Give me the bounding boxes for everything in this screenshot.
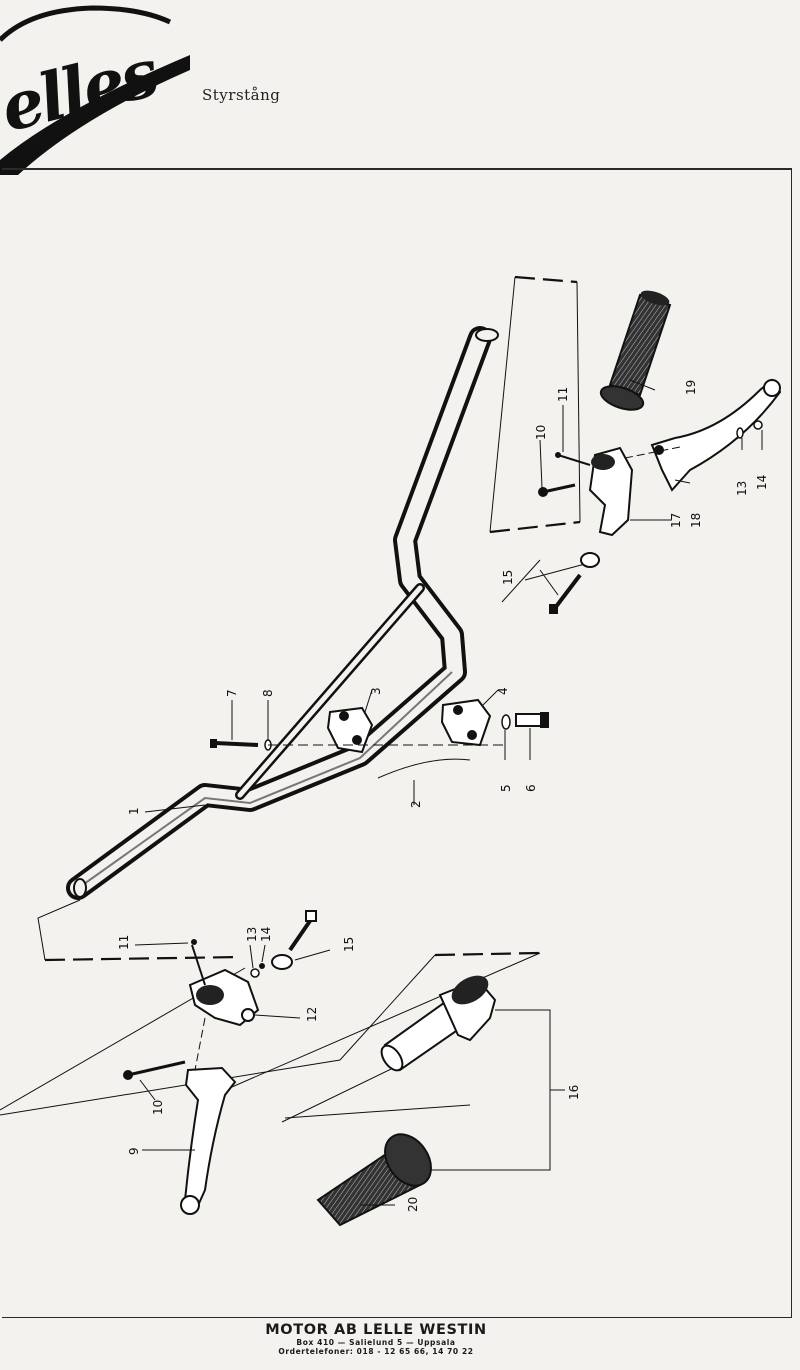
callout-11-right: 11 xyxy=(556,387,570,402)
callout-labels: 1 2 3 4 5 6 7 8 9 10 10 11 11 12 13 13 1… xyxy=(117,380,769,1212)
bolt-6 xyxy=(515,712,549,728)
callout-7: 7 xyxy=(225,689,239,697)
washer-13-right xyxy=(736,427,744,439)
screw-10-right xyxy=(538,483,576,497)
lever-bracket-17 xyxy=(588,446,634,537)
nut-14-left xyxy=(259,963,265,969)
nut-14-right xyxy=(753,420,763,430)
callout-15-right: 15 xyxy=(501,570,515,585)
callout-14-right: 14 xyxy=(755,475,769,490)
leader-lines xyxy=(134,379,763,1206)
footer-address: Box 410 — Salielund 5 — Uppsala xyxy=(296,1338,456,1347)
callout-13-right: 13 xyxy=(735,481,749,496)
washer-5 xyxy=(501,714,511,730)
callout-10-left: 10 xyxy=(151,1100,165,1115)
callout-6: 6 xyxy=(524,784,538,792)
callout-20: 20 xyxy=(406,1197,420,1212)
adjuster-15-left xyxy=(271,910,317,970)
callout-2: 2 xyxy=(409,800,423,808)
clamp-upper-3 xyxy=(326,706,374,754)
screw-10-left xyxy=(123,1060,186,1080)
handlebar xyxy=(66,326,499,900)
callout-9: 9 xyxy=(127,1147,141,1155)
callout-18: 18 xyxy=(689,513,703,528)
lever-9 xyxy=(180,1066,237,1215)
dashed-guide-lines xyxy=(44,275,581,962)
callout-19: 19 xyxy=(684,380,698,395)
callout-10-right: 10 xyxy=(534,425,548,440)
callout-16: 16 xyxy=(567,1085,581,1100)
callout-1: 1 xyxy=(127,807,141,815)
callout-4: 4 xyxy=(496,687,510,695)
callout-15-left: 15 xyxy=(342,937,356,952)
footer-company: MOTOR AB LELLE WESTIN xyxy=(265,1322,487,1338)
washer-13-left xyxy=(250,968,260,978)
adjuster-15-right xyxy=(549,552,600,614)
callout-14-left: 14 xyxy=(259,927,273,942)
diagram-frame xyxy=(2,168,792,1318)
callout-13-left: 13 xyxy=(245,927,259,942)
throttle-grip-16 xyxy=(380,975,497,1072)
bolt-7 xyxy=(210,739,259,748)
lelles-logo: elles xyxy=(0,5,190,175)
callout-8: 8 xyxy=(261,689,275,697)
lever-18 xyxy=(650,378,782,492)
footer: MOTOR AB LELLE WESTIN Box 410 — Salielun… xyxy=(0,1322,800,1356)
footer-phones: Ordertelefoner: 018 - 12 65 66, 14 70 22 xyxy=(278,1347,474,1356)
lever-bracket-12 xyxy=(188,968,260,1027)
thin-guide-lines xyxy=(0,276,601,1123)
screw-11-left xyxy=(191,939,206,986)
clamp-lower-4 xyxy=(440,698,492,747)
screw-11-right xyxy=(555,452,591,466)
grip-19 xyxy=(599,290,672,411)
callout-3: 3 xyxy=(369,687,383,695)
grip-20 xyxy=(316,1133,432,1227)
page-title: Styrstång xyxy=(202,86,281,104)
callout-17: 17 xyxy=(669,513,683,528)
callout-12: 12 xyxy=(305,1007,319,1022)
callout-11-left: 11 xyxy=(117,935,131,950)
callout-5: 5 xyxy=(499,784,513,792)
